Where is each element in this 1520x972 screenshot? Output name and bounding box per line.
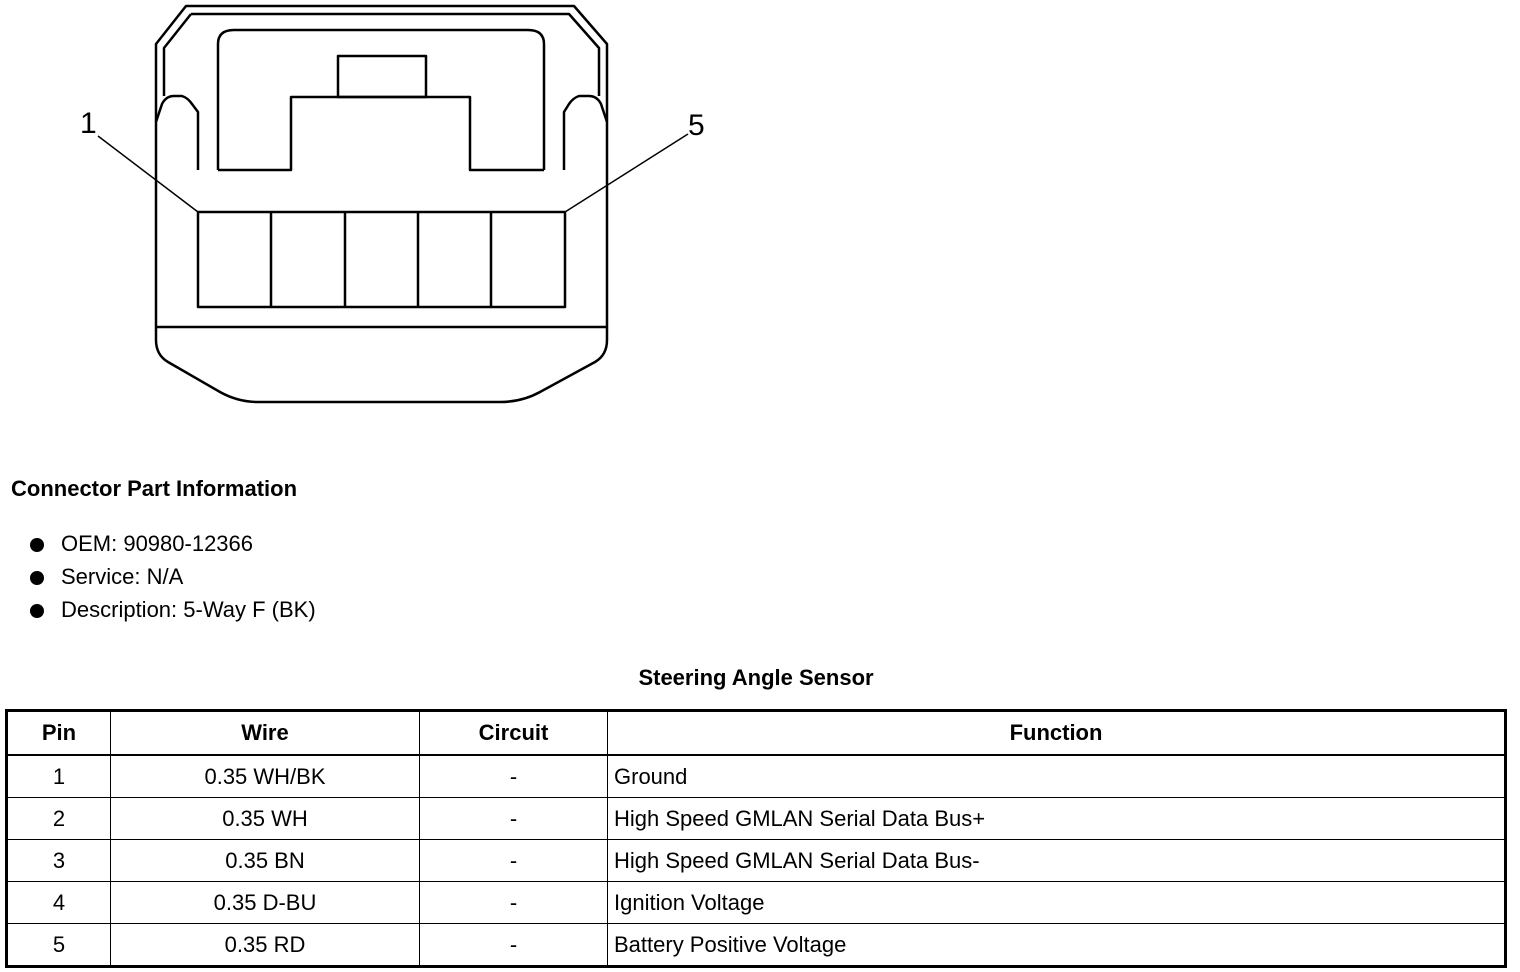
connector-cavity <box>216 28 546 170</box>
connector-info-heading: Connector Part Information <box>11 476 298 501</box>
cell-circuit: - <box>419 923 608 967</box>
table-row: 3 0.35 BN - High Speed GMLAN Serial Data… <box>6 839 1506 882</box>
right-latch-tab <box>562 94 609 170</box>
header-circuit: Circuit <box>419 710 608 756</box>
cell-function: High Speed GMLAN Serial Data Bus+ <box>607 797 1506 840</box>
pin-1-leader <box>97 135 199 213</box>
connector-housing <box>154 4 609 404</box>
cell-wire: 0.35 BN <box>110 839 420 882</box>
cell-circuit: - <box>419 797 608 840</box>
table-row: 1 0.35 WH/BK - Ground <box>6 754 1506 798</box>
key-tab <box>336 54 428 99</box>
cell-pin: 1 <box>6 754 111 798</box>
left-latch-tab <box>154 94 200 170</box>
cell-wire: 0.35 RD <box>110 923 420 967</box>
pin-5-label: 5 <box>688 109 705 142</box>
cell-function: Ignition Voltage <box>607 881 1506 924</box>
table-title: Steering Angle Sensor <box>638 665 874 690</box>
table-row: 4 0.35 D-BU - Ignition Voltage <box>6 881 1506 924</box>
cell-circuit: - <box>419 754 608 798</box>
connector-diagram: 1 5 <box>80 4 705 404</box>
cell-function: Ground <box>607 754 1506 798</box>
info-description: Description: 5-Way F (BK) <box>28 596 316 629</box>
keyway <box>218 95 544 172</box>
connector-info-list: OEM: 90980-12366 Service: N/A Descriptio… <box>28 530 316 629</box>
terminal-block <box>196 210 567 309</box>
cell-wire: 0.35 D-BU <box>110 881 420 924</box>
header-wire: Wire <box>110 710 420 756</box>
info-oem: OEM: 90980-12366 <box>28 530 316 563</box>
table-header-row: Pin Wire Circuit Function <box>6 710 1506 756</box>
pin-1-label: 1 <box>80 107 97 140</box>
cell-circuit: - <box>419 881 608 924</box>
housing-inner-outline <box>191 12 601 96</box>
pin-5-leader <box>564 133 689 213</box>
cell-function: Battery Positive Voltage <box>607 923 1506 967</box>
cell-function: High Speed GMLAN Serial Data Bus- <box>607 839 1506 882</box>
info-service: Service: N/A <box>28 563 316 596</box>
cell-wire: 0.35 WH/BK <box>110 754 420 798</box>
header-pin: Pin <box>6 710 111 756</box>
cell-pin: 5 <box>6 923 111 967</box>
cell-pin: 4 <box>6 881 111 924</box>
cell-wire: 0.35 WH <box>110 797 420 840</box>
table-row: 5 0.35 RD - Battery Positive Voltage <box>6 923 1506 967</box>
table-row: 2 0.35 WH - High Speed GMLAN Serial Data… <box>6 797 1506 840</box>
cell-pin: 2 <box>6 797 111 840</box>
header-function: Function <box>607 710 1506 756</box>
cell-pin: 3 <box>6 839 111 882</box>
cell-circuit: - <box>419 839 608 882</box>
pinout-table: Pin Wire Circuit Function 1 0.35 WH/BK -… <box>5 709 1507 968</box>
